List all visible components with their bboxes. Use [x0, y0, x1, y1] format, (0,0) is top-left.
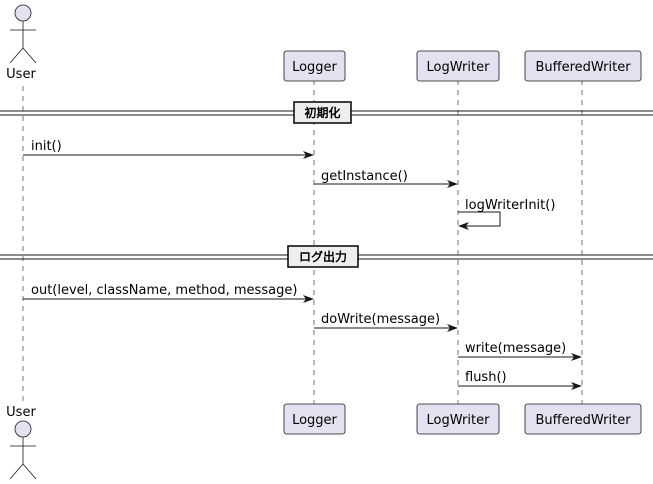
participant-label-user-bottom: User	[6, 405, 36, 420]
actor-user-bottom: User	[6, 405, 36, 480]
participant-logwriter-bottom: LogWriter	[416, 403, 500, 435]
message-label-logwriterinit: logWriterInit()	[465, 198, 555, 213]
message-write: write(message)	[458, 341, 582, 361]
participant-bufferedwriter-top: BufferedWriter	[524, 50, 642, 82]
participant-label-bufferedwriter-bottom: BufferedWriter	[535, 413, 631, 428]
participant-label-logwriter: LogWriter	[427, 60, 491, 75]
participant-bufferedwriter-bottom: BufferedWriter	[524, 403, 642, 435]
section-label-init: 初期化	[304, 105, 340, 120]
message-getinstance: getInstance()	[314, 169, 458, 188]
message-label-getinstance: getInstance()	[321, 169, 408, 184]
section-label-log-output: ログ出力	[299, 249, 347, 264]
participant-logger-bottom: Logger	[283, 403, 346, 435]
actor-head-icon	[14, 4, 32, 22]
actor-user-top: User	[6, 4, 36, 82]
message-label-init: init()	[31, 139, 62, 154]
message-out: out(level, className, method, message)	[23, 283, 314, 303]
message-label-dowrite: doWrite(message)	[321, 312, 440, 327]
participant-label-user: User	[6, 67, 36, 82]
section-separator-init: 初期化	[0, 101, 653, 124]
participant-logger-top: Logger	[283, 50, 346, 82]
message-label-out: out(level, className, method, message)	[31, 283, 297, 298]
message-label-write: write(message)	[465, 341, 566, 356]
message-label-flush: flush()	[465, 370, 507, 385]
message-logwriterinit: logWriterInit()	[458, 198, 555, 230]
message-dowrite: doWrite(message)	[314, 312, 458, 332]
message-flush: flush()	[458, 370, 582, 390]
participant-label-bufferedwriter: BufferedWriter	[535, 60, 631, 75]
message-init: init()	[23, 139, 314, 159]
participant-label-logwriter-bottom: LogWriter	[427, 413, 491, 428]
actor-head-icon-bottom	[14, 420, 32, 438]
participant-label-logger-bottom: Logger	[292, 413, 337, 428]
participant-logwriter-top: LogWriter	[416, 50, 500, 82]
section-separator-log-output: ログ出力	[0, 245, 653, 268]
participant-label-logger: Logger	[292, 60, 337, 75]
